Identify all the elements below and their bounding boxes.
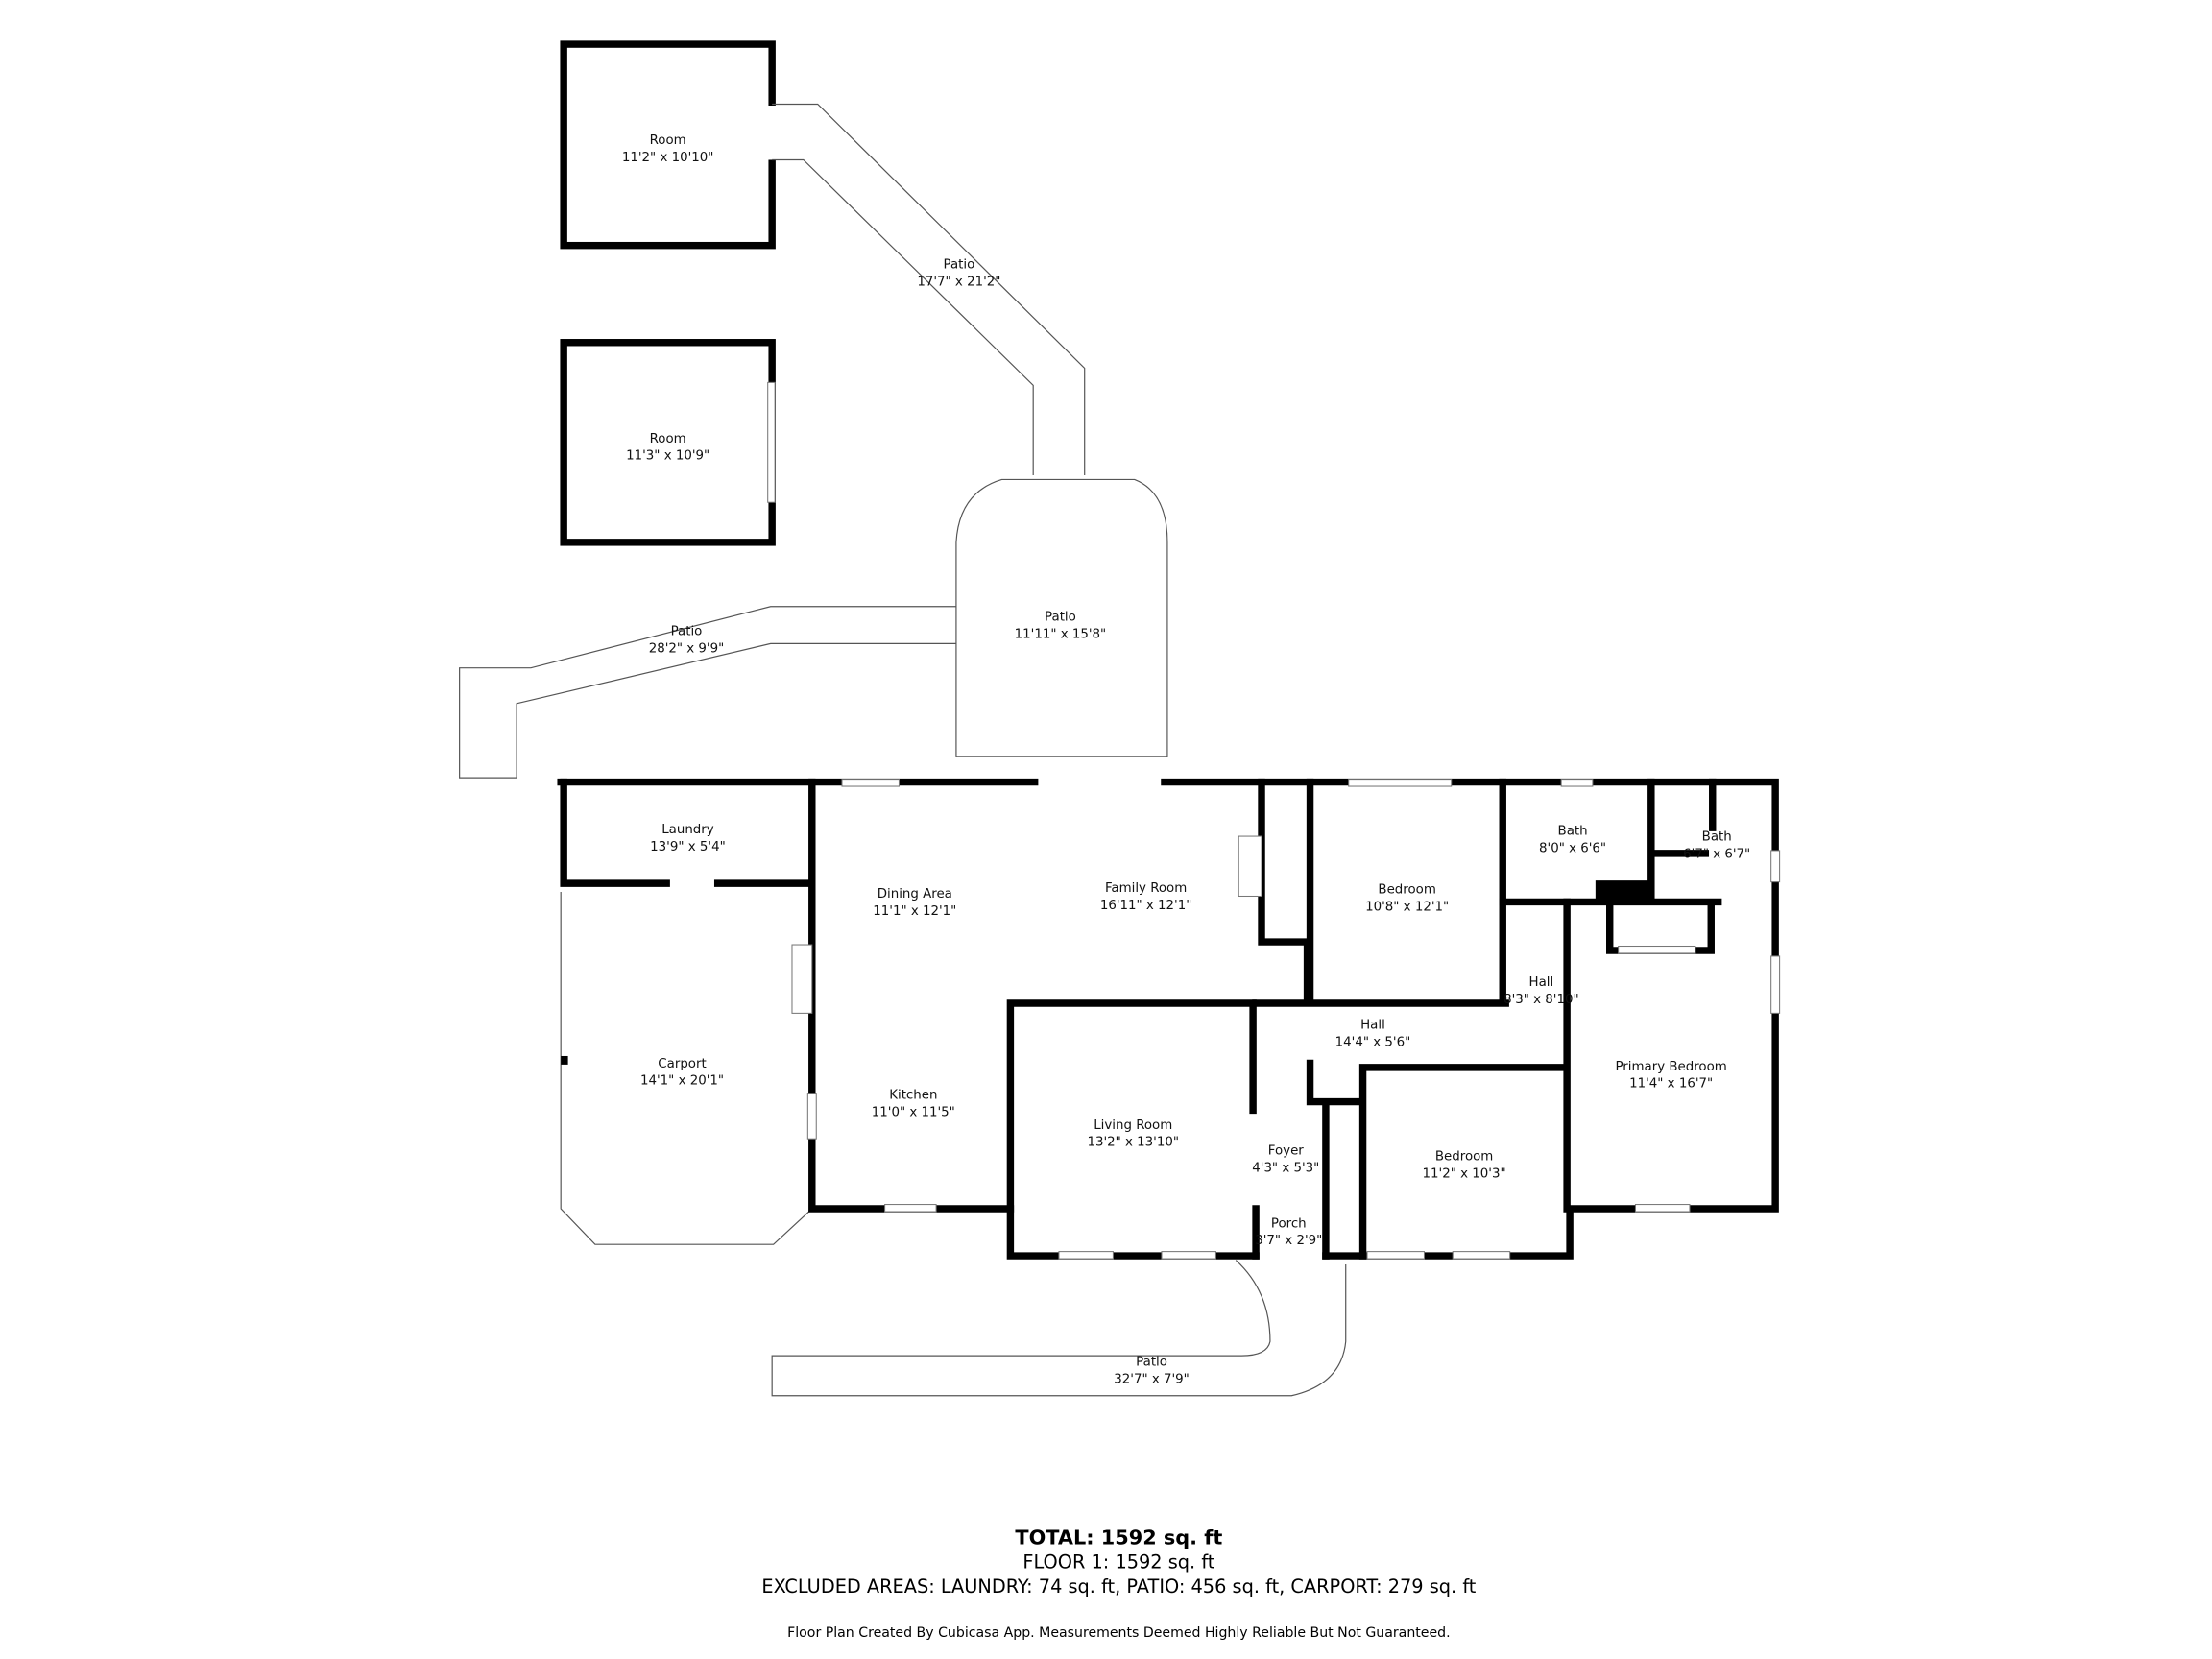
room-dims: 11'3" x 10'9" — [626, 449, 709, 464]
room-dims: 13'2" x 13'10" — [1087, 1136, 1179, 1150]
room-name: Primary Bedroom — [1615, 1060, 1726, 1074]
room-dims: 11'11" x 15'8" — [1015, 627, 1107, 641]
room-dims: 11'0" x 11'5" — [872, 1105, 955, 1119]
patio-west — [459, 606, 956, 779]
room-name: Carport — [658, 1057, 706, 1071]
total-area: TOTAL: 1592 sq. ft — [1015, 1526, 1222, 1549]
outbuilding-room-2 — [560, 339, 776, 546]
room-dims: 4'3" x 5'3" — [1252, 1161, 1319, 1175]
room-dims: 14'4" x 5'6" — [1335, 1036, 1411, 1050]
carport-outline — [560, 892, 813, 1245]
room-name: Hall — [1529, 975, 1554, 990]
room-dims: 11'2" x 10'10" — [622, 151, 714, 165]
room-name: Bath — [1702, 830, 1732, 845]
room-name: Hall — [1360, 1019, 1385, 1033]
floor-area: FLOOR 1: 1592 sq. ft — [1022, 1551, 1214, 1574]
room-dims: 8'0" x 6'6" — [1539, 841, 1606, 855]
room-name: Laundry — [661, 823, 714, 837]
room-dims: 8'3" x 8'10" — [1503, 993, 1579, 1007]
room-name: Room — [650, 432, 686, 446]
room-dims: 14'1" x 20'1" — [640, 1074, 724, 1089]
room-name: Bedroom — [1435, 1149, 1493, 1164]
patio-round — [955, 478, 1168, 757]
outbuilding-room-1 — [560, 40, 779, 250]
room-dims: 3'7" x 2'9" — [1255, 1234, 1322, 1248]
windows — [791, 779, 1781, 1260]
room-name: Porch — [1271, 1216, 1307, 1231]
room-dims: 10'8" x 12'1" — [1365, 900, 1449, 914]
room-labels: Room 11'2" x 10'10" Room 11'3" x 10'9" P… — [622, 133, 1750, 1386]
room-dims: 17'7" x 21'2" — [917, 275, 1000, 289]
room-dims: 13'9" x 5'4" — [650, 840, 726, 854]
room-dims: 6'7" x 6'7" — [1683, 847, 1750, 861]
room-dims: 16'11" x 12'1" — [1100, 899, 1192, 913]
room-name: Bath — [1558, 825, 1588, 839]
room-dims: 32'7" x 7'9" — [1114, 1372, 1190, 1386]
room-dims: 11'4" x 16'7" — [1629, 1077, 1713, 1092]
room-name: Patio — [1045, 611, 1076, 625]
room-name: Foyer — [1268, 1144, 1305, 1159]
room-name: Patio — [671, 624, 703, 638]
room-name: Room — [650, 133, 686, 148]
room-name: Patio — [944, 257, 975, 272]
room-name: Dining Area — [878, 887, 952, 902]
room-name: Living Room — [1094, 1118, 1172, 1133]
house-walls — [557, 778, 1779, 1260]
room-name: Patio — [1136, 1356, 1167, 1370]
room-name: Kitchen — [889, 1089, 937, 1103]
excluded-areas: EXCLUDED AREAS: LAUNDRY: 74 sq. ft, PATI… — [761, 1575, 1476, 1598]
room-dims: 11'2" x 10'3" — [1423, 1166, 1506, 1181]
room-name: Family Room — [1105, 881, 1187, 896]
patio-south — [771, 1260, 1347, 1397]
disclaimer: Floor Plan Created By Cubicasa App. Meas… — [787, 1625, 1450, 1641]
room-name: Bedroom — [1378, 883, 1435, 898]
room-dims: 11'1" x 12'1" — [873, 904, 956, 919]
patio-walkway-north — [772, 103, 1086, 475]
room-dims: 28'2" x 9'9" — [649, 641, 725, 656]
